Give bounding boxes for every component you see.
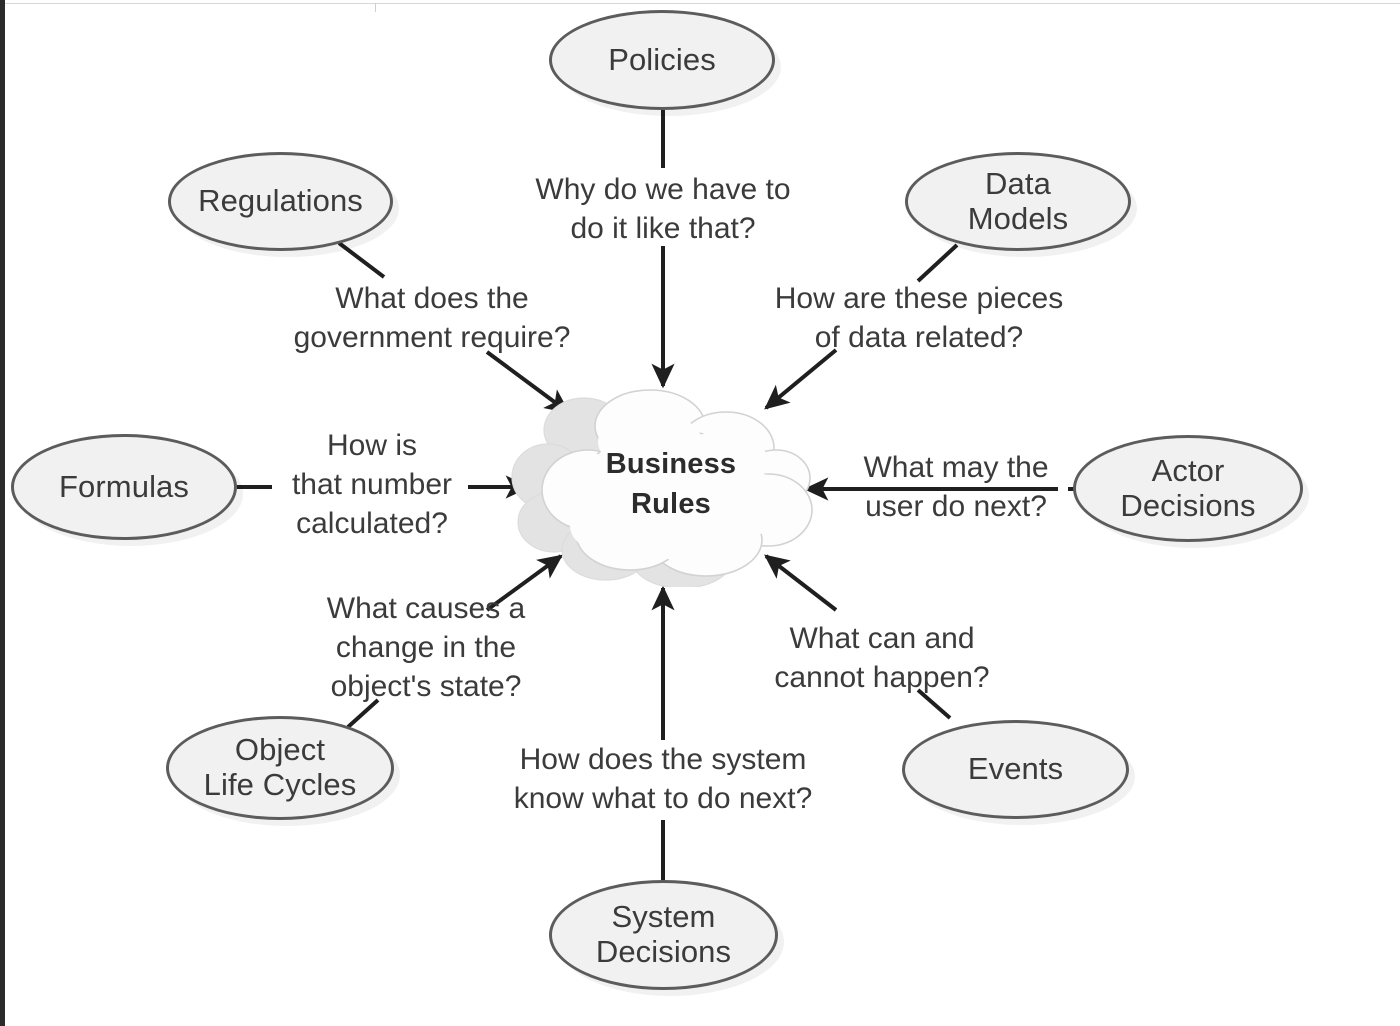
cloud-label-line2: Rules bbox=[631, 487, 711, 520]
node-policies-label: Policies bbox=[608, 41, 716, 77]
question-data-models: How are these pieces of data related? bbox=[774, 282, 1064, 354]
node-regulations[interactable]: Regulations bbox=[168, 152, 393, 251]
node-events[interactable]: Events bbox=[902, 720, 1129, 819]
cloud-label: Business Rules bbox=[510, 382, 820, 587]
question-system-decisions: How does the system know what to do next… bbox=[513, 743, 813, 815]
question-events: What can and cannot happen? bbox=[774, 622, 990, 694]
question-actor-decisions: What may the user do next? bbox=[863, 451, 1049, 523]
question-policies: Why do we have to do it like that? bbox=[535, 173, 791, 245]
page-edge-strip bbox=[0, 0, 5, 1026]
cloud-label-line1: Business bbox=[605, 448, 737, 481]
business-rules-cloud[interactable]: Business Rules bbox=[510, 382, 820, 587]
node-events-label: Events bbox=[967, 751, 1064, 787]
cloud-shape bbox=[511, 389, 813, 587]
node-formulas-label: Formulas bbox=[59, 468, 189, 504]
node-regulations-label: Regulations bbox=[198, 183, 363, 219]
node-formulas[interactable]: Formulas bbox=[11, 434, 237, 540]
question-formulas: How is that number calculated? bbox=[291, 429, 453, 540]
page-top-rule-tick bbox=[375, 3, 376, 12]
question-object-life-cycles: What causes a change in the object's sta… bbox=[326, 592, 526, 703]
page-top-rule bbox=[5, 3, 1400, 12]
question-regulations: What does the government require? bbox=[293, 282, 571, 354]
node-policies[interactable]: Policies bbox=[549, 10, 775, 110]
